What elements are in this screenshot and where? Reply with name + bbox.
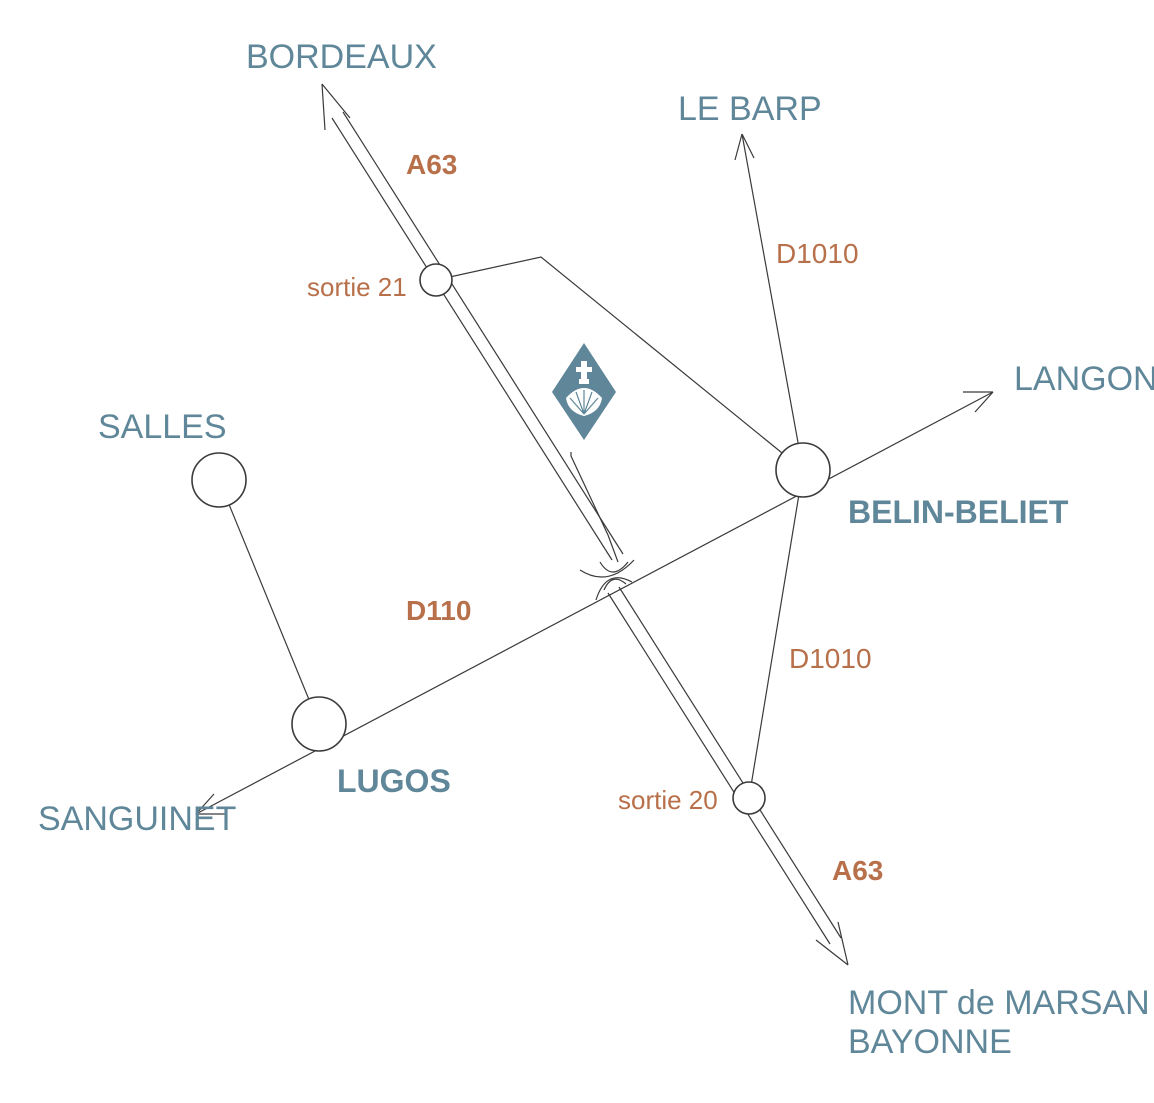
- mont-de-marsan-label: MONT de MARSAN: [848, 984, 1150, 1022]
- salles-lugos-road: [218, 479, 320, 725]
- sortie-20-label: sortie 20: [618, 785, 718, 815]
- bayonne-label: BAYONNE: [848, 1023, 1012, 1061]
- d1010-south-label: D1010: [789, 643, 872, 674]
- a63-north-label: A63: [406, 149, 457, 180]
- marker-pointer-line: [570, 452, 619, 563]
- d1010-north-road: [734, 133, 804, 471]
- lugos-town-marker: [291, 696, 347, 752]
- salles-label: SALLES: [98, 408, 227, 446]
- le-barp-label: LE BARP: [678, 90, 822, 128]
- sanguinet-label: SANGUINET: [38, 800, 236, 838]
- d1010-south-road: [748, 469, 804, 799]
- scallop-shell-cross-icon: [552, 343, 616, 440]
- salles-town-marker: [191, 452, 247, 508]
- a63-south-label: A63: [832, 855, 883, 886]
- d110-label: D110: [406, 595, 471, 626]
- sortie-20-exit-marker: [732, 781, 766, 815]
- lugos-label: LUGOS: [337, 763, 451, 799]
- langon-label: LANGON: [1014, 360, 1154, 398]
- sortie-21-link-road: [435, 256, 804, 471]
- sortie-21-label: sortie 21: [307, 272, 407, 302]
- sortie-21-exit-marker: [419, 263, 453, 297]
- d1010-north-label: D1010: [776, 238, 859, 269]
- bordeaux-label: BORDEAUX: [246, 38, 437, 76]
- a63-motorway-south: [595, 577, 849, 966]
- belin-beliet-label: BELIN-BELIET: [848, 494, 1069, 530]
- a63-motorway-north: [321, 83, 635, 578]
- belin-beliet-town-marker: [775, 442, 831, 498]
